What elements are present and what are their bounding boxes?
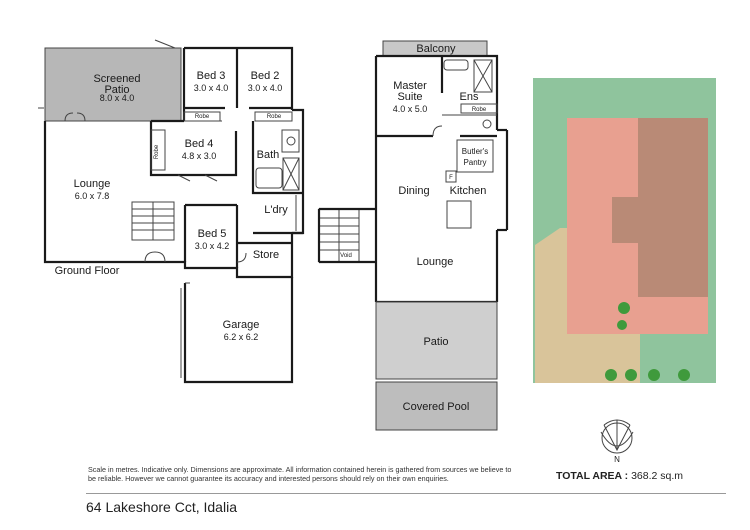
- north-compass-icon: [600, 419, 634, 454]
- bath-label: Bath: [257, 149, 280, 161]
- patio-label: Patio: [423, 336, 448, 348]
- robe-label-bed3: Robe: [195, 114, 210, 120]
- balcony-label: Balcony: [416, 43, 456, 55]
- bed3-label: Bed 3: [197, 70, 226, 82]
- upper-floor-plan: [317, 40, 509, 431]
- ground-stairs: [131, 201, 175, 241]
- kitchen-label: Kitchen: [450, 185, 487, 197]
- total-area-label: TOTAL AREA :: [556, 470, 629, 482]
- ens-label: Ens: [460, 91, 479, 103]
- dining-label: Dining: [398, 185, 429, 197]
- robe-label-bed4: Robe: [154, 144, 160, 159]
- bed4-label: Bed 4: [185, 138, 214, 150]
- void-label: Void: [340, 253, 352, 259]
- upper-stairs: [317, 207, 376, 264]
- bed5-label: Bed 5: [198, 228, 227, 240]
- balcony-area: [383, 41, 487, 56]
- tree: [648, 369, 660, 381]
- ground-lounge-dims: 6.0 x 7.8: [75, 191, 110, 201]
- bed2-label: Bed 2: [251, 70, 280, 82]
- bed3-dims: 3.0 x 4.0: [194, 83, 229, 93]
- total-area-value: 368.2 sq.m: [631, 470, 684, 482]
- fridge-label: F: [449, 175, 453, 181]
- total-area: TOTAL AREA : 368.2 sq.m: [556, 470, 683, 482]
- property-address: 64 Lakeshore Cct, Idalia: [86, 499, 237, 515]
- covered-pool-label: Covered Pool: [403, 401, 470, 413]
- ground-floor-plan: [38, 39, 305, 384]
- site-plan: [533, 78, 716, 383]
- bed4-dims: 4.8 x 3.0: [182, 151, 217, 161]
- disclaimer-text: Scale in metres. Indicative only. Dimens…: [88, 465, 512, 483]
- robe-label-bed2: Robe: [267, 114, 282, 120]
- upper-lounge-label: Lounge: [417, 256, 454, 268]
- tree: [618, 302, 630, 314]
- screened-patio-area: [45, 48, 181, 121]
- ground-lounge-label: Lounge: [74, 178, 111, 190]
- house-roof: [612, 118, 708, 297]
- master-suite-dims: 4.0 x 5.0: [393, 104, 428, 114]
- screened-patio-dims: 8.0 x 4.0: [100, 93, 135, 103]
- bed2-dims: 3.0 x 4.0: [248, 83, 283, 93]
- laundry-label: L'dry: [264, 204, 288, 216]
- tree: [605, 369, 617, 381]
- compass-north-label: N: [614, 455, 620, 464]
- garage-label: Garage: [223, 319, 260, 331]
- upper-robe-label: Robe: [472, 107, 487, 113]
- garage-dims: 6.2 x 6.2: [224, 332, 259, 342]
- tree: [678, 369, 690, 381]
- covered-pool-area: [376, 382, 497, 430]
- patio-area: [376, 302, 497, 379]
- ground-floor-label: Ground Floor: [55, 265, 120, 277]
- tree: [617, 320, 627, 330]
- tree: [625, 369, 637, 381]
- store-label: Store: [253, 249, 279, 261]
- bed5-dims: 3.0 x 4.2: [195, 241, 230, 251]
- footer-divider: [86, 493, 726, 494]
